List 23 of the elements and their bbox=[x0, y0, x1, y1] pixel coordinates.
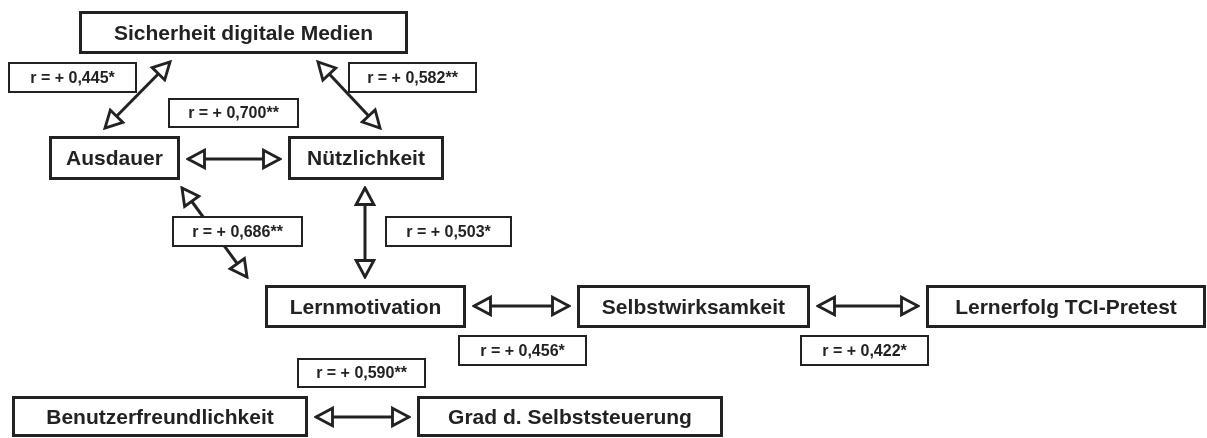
double-arrow bbox=[472, 295, 571, 317]
concept-box: Lernerfolg TCI-Pretest bbox=[926, 285, 1206, 328]
double-arrow bbox=[314, 406, 411, 428]
concept-box: Ausdauer bbox=[49, 136, 180, 180]
double-arrow bbox=[186, 148, 282, 170]
edge-label: r = + 0,700** bbox=[168, 98, 299, 128]
edge-label: r = + 0,456* bbox=[458, 335, 587, 366]
concept-box: Benutzerfreundlichkeit bbox=[12, 396, 308, 437]
edge-label: r = + 0,582** bbox=[348, 62, 477, 93]
double-arrow bbox=[354, 186, 376, 279]
edge-label: r = + 0,503* bbox=[385, 216, 512, 247]
concept-box: Nützlichkeit bbox=[288, 136, 444, 180]
concept-box: Sicherheit digitale Medien bbox=[79, 11, 408, 54]
edge-label: r = + 0,422* bbox=[800, 335, 929, 366]
double-arrow bbox=[816, 295, 920, 317]
concept-box: Lernmotivation bbox=[265, 285, 466, 328]
concept-box: Grad d. Selbststeuerung bbox=[417, 396, 723, 437]
concept-box: Selbstwirksamkeit bbox=[577, 285, 810, 328]
double-arrow bbox=[103, 60, 172, 130]
double-arrow bbox=[316, 60, 382, 130]
edge-label: r = + 0,445* bbox=[8, 62, 137, 93]
edge-label: r = + 0,590** bbox=[297, 358, 426, 388]
edge-label: r = + 0,686** bbox=[172, 216, 303, 247]
